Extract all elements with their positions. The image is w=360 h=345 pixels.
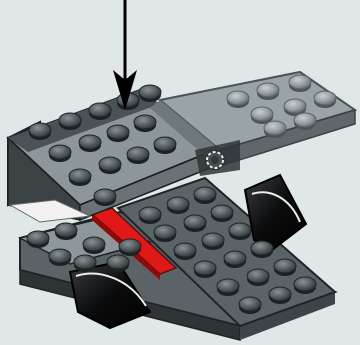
lego-stud (49, 249, 71, 266)
lego-stud (94, 189, 116, 206)
lego-stud (247, 269, 269, 286)
lego-stud (184, 215, 206, 232)
lego-stud (224, 251, 246, 268)
lego-stud (59, 113, 81, 130)
lego-stud (294, 113, 316, 130)
lego-stud (211, 205, 233, 222)
lego-stud (83, 237, 105, 254)
lego-stud (194, 261, 216, 278)
lego-stud (107, 125, 129, 142)
lego-stud (49, 145, 71, 162)
lego-stud (55, 223, 77, 240)
lego-stud (29, 123, 51, 140)
black-wedge-right (245, 175, 306, 250)
lego-stud (107, 255, 129, 272)
lego-stud (229, 223, 251, 240)
lego-stud (127, 147, 149, 164)
lego-stud (314, 91, 336, 108)
lego-stud (89, 103, 111, 120)
lego-stud (79, 135, 101, 152)
lego-stud (139, 85, 161, 102)
lego-stud (139, 207, 161, 224)
lego-stud (264, 121, 286, 138)
lego-stud (119, 239, 141, 256)
lego-stud (74, 255, 96, 272)
lego-stud (239, 297, 261, 314)
lego-stud (251, 241, 273, 258)
lego-stud (274, 259, 296, 276)
lego-stud (227, 91, 249, 108)
lego-stud (202, 233, 224, 250)
lego-stud (27, 231, 49, 248)
lego-stud (257, 83, 279, 100)
lego-stud (154, 137, 176, 154)
lego-stud (167, 197, 189, 214)
lego-stud (217, 279, 239, 296)
lego-stud (289, 75, 311, 92)
lego-stud (269, 287, 291, 304)
lego-stud (154, 225, 176, 242)
lego-stud (134, 115, 156, 132)
lego-stud (69, 169, 91, 186)
lego-stud (194, 187, 216, 204)
lego-stud (99, 157, 121, 174)
lego-stud (294, 277, 316, 294)
lego-stud (174, 243, 196, 260)
